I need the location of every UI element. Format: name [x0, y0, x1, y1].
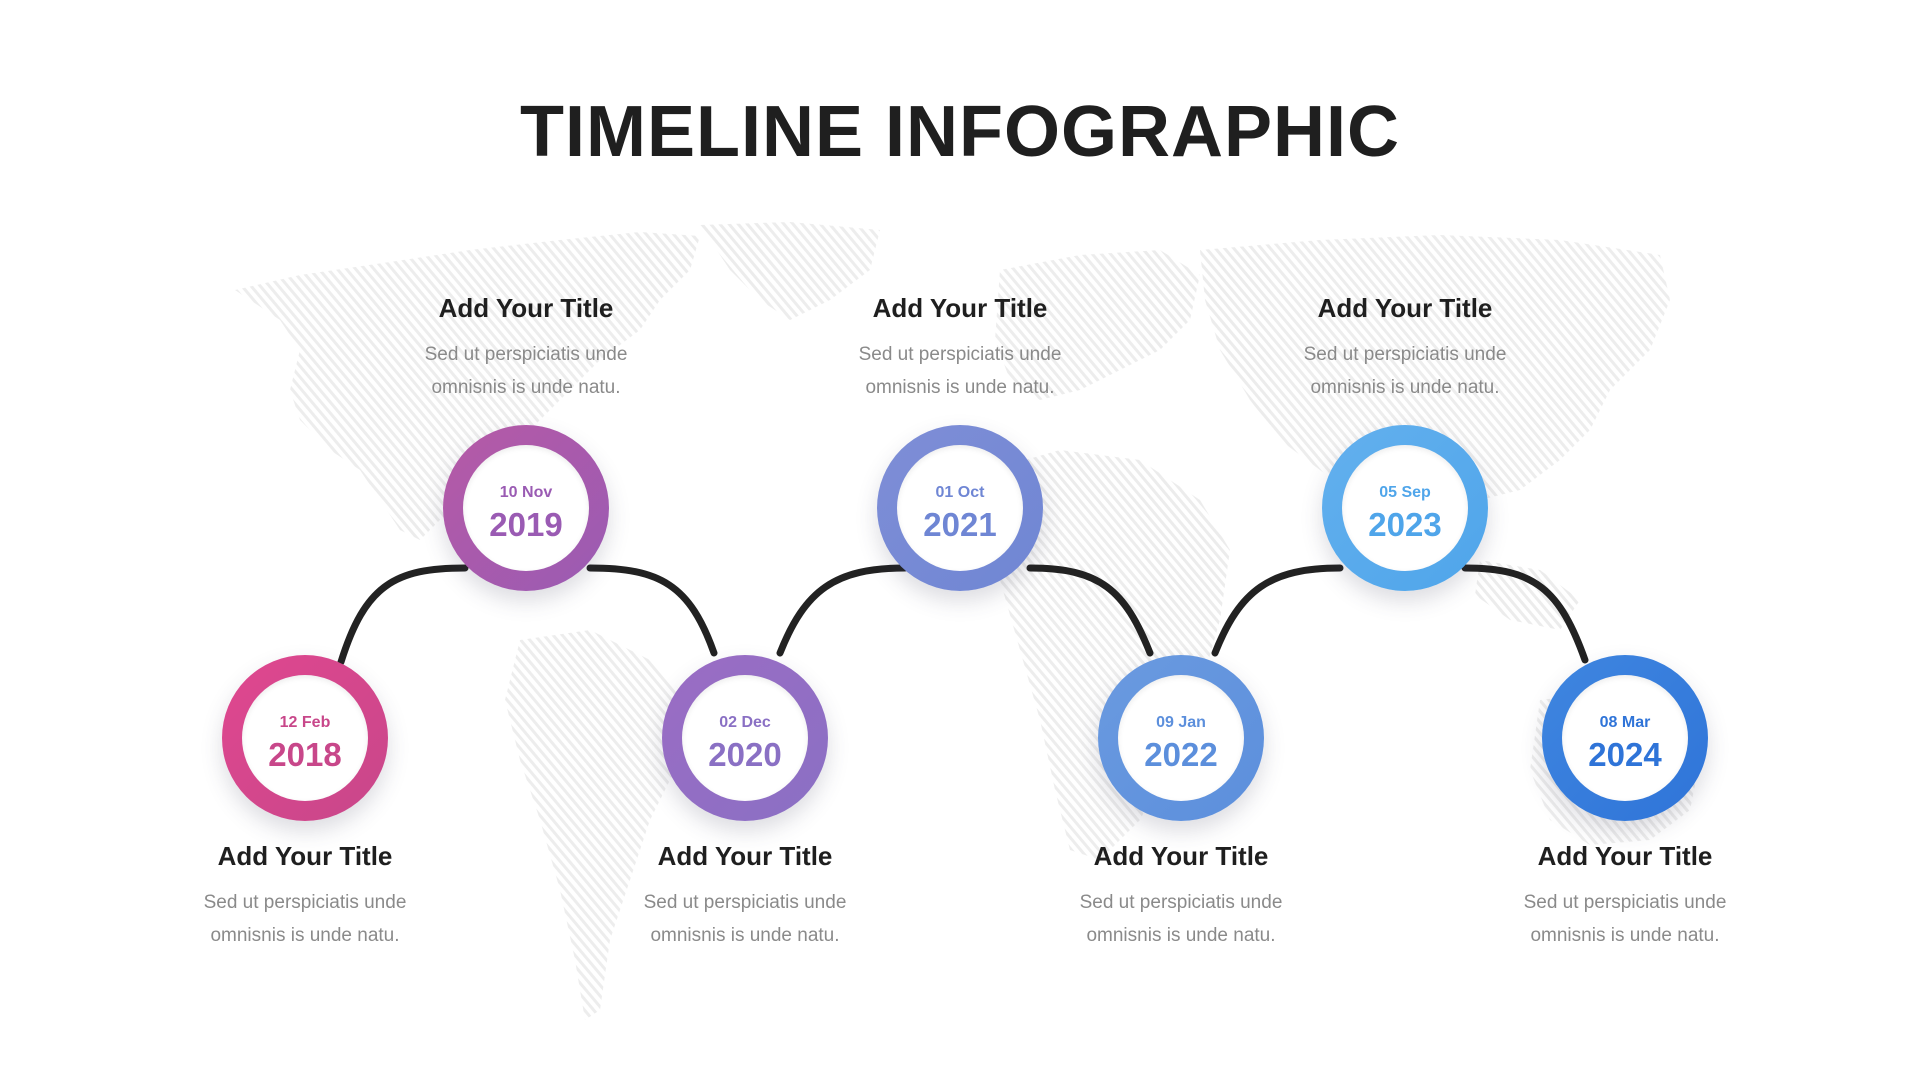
event-title: Add Your Title [438, 293, 614, 323]
event-title: Add Your Title [1317, 293, 1493, 323]
event-description-line: Sed ut perspiciatis unde [203, 892, 407, 913]
event-title: Add Your Title [217, 841, 393, 871]
event-description-line: omnisnis is unde natu. [431, 377, 621, 398]
event-description-line: Sed ut perspiciatis unde [858, 344, 1062, 365]
node-year: 2023 [1368, 506, 1442, 543]
timeline-node-2024: 08 Mar 2024 [1542, 655, 1708, 821]
event-description-line: omnisnis is unde natu. [1310, 377, 1500, 398]
event-description: Sed ut perspiciatis unde omnisnis is und… [1245, 338, 1565, 404]
node-face: 08 Mar 2024 [1562, 675, 1688, 801]
timeline-node-2019: 10 Nov 2019 [443, 425, 609, 591]
event-description-line: Sed ut perspiciatis unde [1079, 892, 1283, 913]
timeline-node-2020: 02 Dec 2020 [662, 655, 828, 821]
node-face: 09 Jan 2022 [1118, 675, 1244, 801]
timeline-node-2022: 09 Jan 2022 [1098, 655, 1264, 821]
event-description-line: Sed ut perspiciatis unde [1303, 344, 1507, 365]
event-description: Sed ut perspiciatis unde omnisnis is und… [800, 338, 1120, 404]
event-text-2019: Add Your Title Sed ut perspiciatis unde … [366, 290, 686, 404]
event-description-line: omnisnis is unde natu. [1530, 925, 1720, 946]
event-description: Sed ut perspiciatis unde omnisnis is und… [145, 886, 465, 952]
node-date: 02 Dec [719, 714, 771, 731]
event-text-2022: Add Your Title Sed ut perspiciatis unde … [1021, 838, 1341, 952]
node-date: 09 Jan [1156, 714, 1206, 731]
event-text-2020: Add Your Title Sed ut perspiciatis unde … [585, 838, 905, 952]
node-face: 05 Sep 2023 [1342, 445, 1468, 571]
event-text-2024: Add Your Title Sed ut perspiciatis unde … [1465, 838, 1785, 952]
event-description: Sed ut perspiciatis unde omnisnis is und… [366, 338, 686, 404]
event-title: Add Your Title [1093, 841, 1269, 871]
node-face: 02 Dec 2020 [682, 675, 808, 801]
node-year: 2020 [708, 736, 782, 773]
event-text-2018: Add Your Title Sed ut perspiciatis unde … [145, 838, 465, 952]
node-year: 2018 [268, 736, 342, 773]
node-face: 01 Oct 2021 [897, 445, 1023, 571]
node-year: 2019 [489, 506, 563, 543]
event-text-2023: Add Your Title Sed ut perspiciatis unde … [1245, 290, 1565, 404]
page-title: TIMELINE INFOGRAPHIC [520, 92, 1400, 172]
timeline-node-2023: 05 Sep 2023 [1322, 425, 1488, 591]
event-description-line: Sed ut perspiciatis unde [643, 892, 847, 913]
node-year: 2022 [1144, 736, 1218, 773]
node-date: 01 Oct [935, 484, 985, 501]
node-date: 10 Nov [499, 484, 553, 501]
event-description: Sed ut perspiciatis unde omnisnis is und… [1021, 886, 1341, 952]
event-description-line: Sed ut perspiciatis unde [424, 344, 628, 365]
node-date: 12 Feb [279, 714, 331, 731]
event-description-line: omnisnis is unde natu. [865, 377, 1055, 398]
event-description: Sed ut perspiciatis unde omnisnis is und… [1465, 886, 1785, 952]
event-title: Add Your Title [872, 293, 1048, 323]
event-description-line: omnisnis is unde natu. [210, 925, 400, 946]
event-description-line: omnisnis is unde natu. [1086, 925, 1276, 946]
timeline-connector [337, 564, 1589, 666]
node-year: 2021 [923, 506, 997, 543]
node-face: 12 Feb 2018 [242, 675, 368, 801]
event-description-line: Sed ut perspiciatis unde [1523, 892, 1727, 913]
timeline-node-2018: 12 Feb 2018 [222, 655, 388, 821]
event-text-2021: Add Your Title Sed ut perspiciatis unde … [800, 290, 1120, 404]
timeline-node-2021: 01 Oct 2021 [877, 425, 1043, 591]
node-year: 2024 [1588, 736, 1662, 773]
node-face: 10 Nov 2019 [463, 445, 589, 571]
node-date: 05 Sep [1379, 484, 1431, 501]
node-date: 08 Mar [1599, 714, 1651, 731]
event-title: Add Your Title [657, 841, 833, 871]
event-title: Add Your Title [1537, 841, 1713, 871]
event-description-line: omnisnis is unde natu. [650, 925, 840, 946]
event-description: Sed ut perspiciatis unde omnisnis is und… [585, 886, 905, 952]
